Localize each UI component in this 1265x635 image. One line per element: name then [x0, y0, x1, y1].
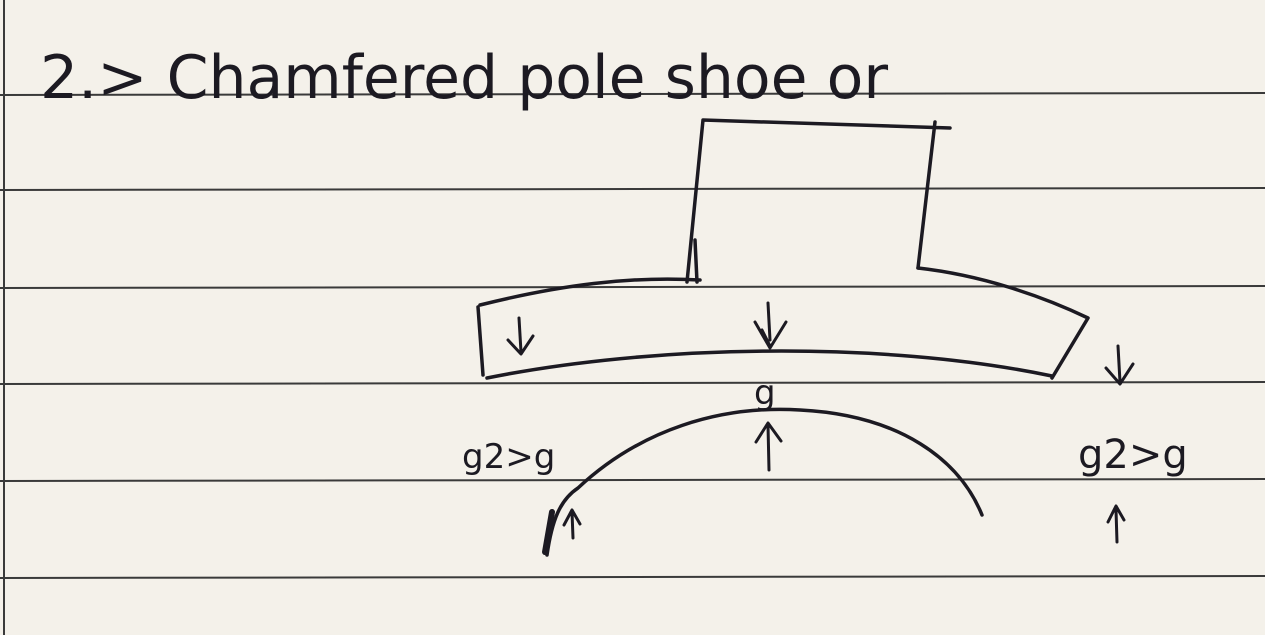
pole-shoe — [476, 266, 1090, 380]
pole-body — [685, 118, 952, 284]
flux-density-curve — [545, 407, 984, 557]
heading-text: 2.> Chamfered pole shoe or — [40, 43, 888, 113]
arrow-down-icon — [506, 316, 535, 356]
gap-center-label: g — [754, 373, 776, 413]
ruled-line — [0, 92, 1265, 96]
arrow-up-icon — [562, 508, 582, 540]
gap-right-label: g2>g — [1078, 432, 1188, 478]
arrow-down-icon — [753, 301, 788, 350]
arrow-up-icon — [1106, 504, 1126, 544]
ruled-line — [0, 478, 1265, 482]
flux-arrows-up — [562, 421, 1126, 544]
ruled-line — [0, 285, 1265, 289]
gap-left-label: g2>g — [462, 437, 555, 477]
curve-end-mark — [542, 509, 555, 555]
flux-arrows-down — [506, 301, 1135, 386]
arrow-down-icon — [1104, 344, 1135, 386]
ruled-line — [0, 187, 1265, 191]
ruled-line — [0, 575, 1265, 579]
ruled-line — [0, 381, 1265, 385]
arrow-up-icon — [754, 421, 783, 472]
